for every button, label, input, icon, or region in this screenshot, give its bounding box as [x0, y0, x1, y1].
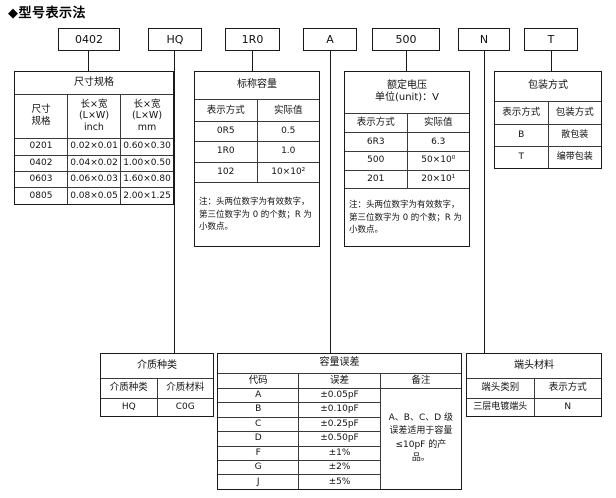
connector-dielectric	[174, 51, 176, 353]
tolerance-table-title: 容量误差	[217, 353, 462, 374]
voltage-table-title: 额定电压 单位(unit)：V	[344, 71, 470, 114]
size-header-mm: 长×宽 (L×W) mm	[120, 93, 174, 140]
size-spec-table: 尺寸规格 尺寸 规格 长×宽 (L×W) inch 长×宽 (L×W) mm	[14, 71, 174, 205]
size-header-inch: 长×宽 (L×W) inch	[67, 93, 121, 140]
table-row: HQ C0G	[100, 397, 214, 418]
part-number-box-packaging[interactable]: T	[524, 28, 578, 51]
table-row: B 散包装	[494, 124, 602, 147]
termination-header-code: 表示方式	[533, 378, 602, 399]
table-row: A ±0.05pF A、B、C、D 级误差适用于容量 ≤10pF 的产品。	[216, 387, 463, 491]
dielectric-table: 介质种类 介质种类 介质材料 HQ C0G	[100, 352, 214, 418]
dielectric-table-title: 介质种类	[100, 352, 214, 380]
table-row: 0R5 0.5	[194, 120, 320, 143]
table-row: 三层电镀端头 N	[466, 397, 602, 418]
termination-table: 端头材料 端头类别 表示方式 三层电镀端头 N	[466, 352, 602, 418]
table-row: 0603 0.06×0.03 1.60×0.80	[14, 171, 174, 189]
table-row: 6R3 6.3	[344, 132, 470, 153]
packaging-header-code: 表示方式	[494, 101, 549, 126]
tolerance-table: 容量误差 代码 误差 备注 A ±0.05pF A、B、C、D 级误差适用于容量…	[216, 353, 463, 491]
part-number-box-termination[interactable]: N	[458, 28, 510, 51]
capacitance-note: 注：头两位数字为有效数字，第三位数字为 0 的个数；R 为小数点。	[194, 182, 320, 247]
packaging-header-type: 包装方式	[547, 101, 602, 126]
termination-header-category: 端头类别	[466, 378, 535, 399]
part-number-box-capacitance[interactable]: 1R0	[225, 28, 280, 51]
capacitance-header-code: 表示方式	[194, 99, 258, 122]
table-row: 201 20×10¹	[344, 169, 470, 190]
part-number-box-dielectric[interactable]: HQ	[148, 28, 202, 51]
part-number-box-tolerance[interactable]: A	[303, 28, 357, 51]
voltage-table: 额定电压 单位(unit)：V 表示方式 实际值 6R3 6.3 500 50×…	[344, 71, 470, 247]
dielectric-header-material: 介质材料	[156, 378, 214, 399]
table-row: B ±0.10pF	[216, 402, 462, 418]
tolerance-header-code: 代码	[216, 372, 300, 389]
termination-table-title: 端头材料	[466, 352, 602, 380]
voltage-note: 注：头两位数字为有效数字，第三位数字为 0 的个数；R 为小数点。	[344, 188, 470, 247]
size-header-code: 尺寸 规格	[14, 93, 68, 140]
connector-capacitance	[252, 51, 254, 71]
capacitance-table: 标称容量 表示方式 实际值 0R5 0.5 1R0 1.0 102 10×10²…	[194, 70, 320, 247]
table-row: 0805 0.08×0.05 2.00×1.25	[14, 187, 174, 205]
packaging-table-title: 包装方式	[494, 70, 602, 103]
connector-termination	[484, 51, 486, 353]
connector-packaging	[551, 51, 553, 71]
packaging-table: 包装方式 表示方式 包装方式 B 散包装 T 编带包装	[494, 70, 602, 170]
tolerance-remark: A、B、C、D 级误差适用于容量 ≤10pF 的产品。	[379, 387, 463, 491]
tolerance-header-remark: 备注	[379, 372, 463, 389]
page-title: ◆型号表示法	[8, 6, 86, 21]
voltage-header-code: 表示方式	[344, 112, 408, 134]
size-table-title: 尺寸规格	[14, 71, 174, 95]
table-row: 1R0 1.0	[194, 141, 320, 163]
voltage-header-value: 实际值	[406, 112, 470, 134]
table-row: D ±0.50pF	[216, 431, 462, 447]
table-row: 0201 0.02×0.01 0.60×0.30	[14, 138, 174, 156]
table-row: 102 10×10²	[194, 161, 320, 184]
connector-size	[88, 51, 90, 71]
dielectric-header-type: 介质种类	[100, 378, 158, 399]
table-row: G ±2%	[216, 460, 462, 476]
part-number-box-voltage[interactable]: 500	[372, 28, 440, 51]
capacitance-header-value: 实际值	[256, 99, 320, 122]
table-row: T 编带包装	[494, 145, 602, 170]
part-number-box-size[interactable]: 0402	[58, 28, 120, 51]
table-row: 500 50×10⁰	[344, 151, 470, 171]
capacitance-table-title: 标称容量	[194, 70, 320, 101]
connector-voltage	[406, 51, 408, 71]
table-row: 0402 0.04×0.02 1.00×0.50	[14, 154, 174, 173]
table-row: F ±1%	[216, 445, 462, 462]
tolerance-header-value: 误差	[298, 372, 381, 389]
connector-tolerance	[330, 51, 332, 353]
